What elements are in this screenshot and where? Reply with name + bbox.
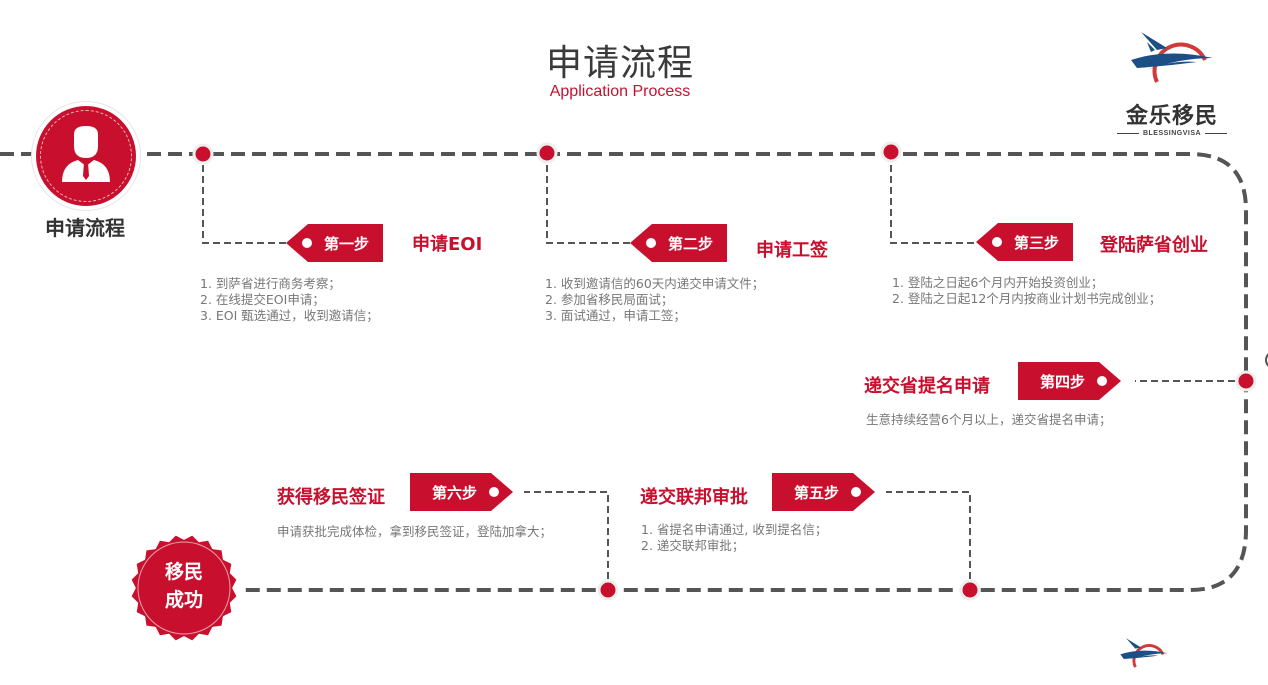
success-label-line2: 成功	[164, 589, 203, 611]
branch-step-6	[524, 491, 609, 590]
company-logo: 金乐移民 BLESSINGVISA	[1112, 30, 1232, 137]
list-item: 2. 参加省移民局面试；	[545, 292, 674, 307]
step-tag-6: 第六步	[410, 473, 513, 511]
step-title-4: 递交省提名申请	[864, 376, 990, 397]
success-label: 移民 成功	[128, 558, 240, 614]
step-tag-1: 第一步	[286, 224, 384, 262]
top-path	[0, 152, 1248, 592]
step-tag-label: 第三步	[1014, 233, 1060, 252]
wing-globe-logo-icon	[1131, 32, 1213, 83]
start-label: 申请流程	[45, 216, 125, 240]
branch-step-1	[202, 154, 292, 244]
node-dot-3	[880, 141, 902, 163]
list-item: 1. 省提名申请通过, 收到提名信；	[641, 522, 828, 537]
node-dot-5	[959, 579, 981, 601]
logo-tagline-row: BLESSINGVISA	[1112, 130, 1232, 137]
step-desc-4: 生意持续经营6个月以上，递交省提名申请；	[866, 412, 1111, 428]
start-node	[36, 106, 136, 206]
step-title-6: 获得移民签证	[277, 487, 385, 508]
tag-hole	[1097, 376, 1107, 386]
step-tag-2: 第二步	[630, 224, 728, 262]
step-tag-label: 第六步	[432, 483, 478, 502]
step-desc-2: 1. 收到邀请信的60天内递交申请文件； 2. 参加省移民局面试； 3. 面试通…	[545, 276, 764, 324]
step-title-3: 登陆萨省创业	[1100, 235, 1208, 256]
divider	[1205, 133, 1228, 134]
branch-step-3	[890, 154, 980, 244]
success-badge-icon	[129, 533, 239, 643]
step-tag-label: 第五步	[794, 483, 840, 502]
partial-circle-edge	[1265, 353, 1268, 367]
list-item: 1. 登陆之日起6个月内开始投资创业；	[892, 275, 1104, 290]
footer-logo-icon	[1120, 638, 1168, 668]
tag-hole	[646, 238, 656, 248]
step-title-1: 申请EOI	[412, 234, 483, 255]
list-item: 2. 递交联邦审批；	[641, 538, 745, 553]
step-desc-3: 1. 登陆之日起6个月内开始投资创业； 2. 登陆之日起12个月内按商业计划书完…	[892, 275, 1161, 307]
logo-tagline: BLESSINGVISA	[1142, 130, 1202, 137]
tag-hole	[851, 487, 861, 497]
list-item: 2. 登陆之日起12个月内按商业计划书完成创业；	[892, 291, 1162, 306]
success-label-line1: 移民	[164, 561, 203, 583]
node-dot-2	[536, 142, 558, 164]
list-item: 3. EOI 甄选通过，收到邀请信；	[200, 308, 379, 323]
step-tag-label: 第一步	[324, 234, 370, 253]
step-desc-6: 申请获批完成体检，拿到移民签证，登陆加拿大；	[277, 524, 552, 540]
branch-step-2	[546, 154, 636, 244]
start-node-ring	[40, 110, 132, 202]
step-tag-label: 第四步	[1040, 372, 1086, 391]
step-title-2: 申请工签	[756, 240, 828, 261]
person-icon	[62, 126, 110, 182]
step-title-5: 递交联邦审批	[640, 487, 748, 508]
list-item: 1. 收到邀请信的60天内递交申请文件；	[545, 276, 765, 291]
logo-name: 金乐移民	[1125, 104, 1218, 129]
list-item: 1. 到萨省进行商务考察；	[200, 276, 341, 291]
step-desc-1: 1. 到萨省进行商务考察； 2. 在线提交EOI申请； 3. EOI 甄选通过，…	[200, 276, 379, 324]
tag-hole	[992, 237, 1002, 247]
divider	[1116, 133, 1139, 134]
tag-hole	[302, 238, 312, 248]
node-dot-4	[1235, 370, 1257, 392]
tag-hole	[489, 487, 499, 497]
step-tag-4: 第四步	[1018, 362, 1121, 400]
list-item: 3. 面试通过，申请工签；	[545, 308, 686, 323]
node-dot-1	[192, 143, 214, 165]
step-desc-5: 1. 省提名申请通过, 收到提名信； 2. 递交联邦审批；	[641, 522, 827, 554]
step-tag-3: 第三步	[976, 223, 1074, 261]
list-item: 申请获批完成体检，拿到移民签证，登陆加拿大；	[277, 524, 553, 539]
step-tag-5: 第五步	[772, 473, 875, 511]
list-item: 2. 在线提交EOI申请；	[200, 292, 325, 307]
list-item: 生意持续经营6个月以上，递交省提名申请；	[866, 412, 1112, 427]
page-title: 申请流程	[545, 43, 694, 84]
step-tag-label: 第二步	[668, 234, 714, 253]
node-dot-6	[597, 579, 619, 601]
page-subtitle: Application Process	[549, 83, 691, 100]
branch-step-5	[886, 491, 971, 590]
